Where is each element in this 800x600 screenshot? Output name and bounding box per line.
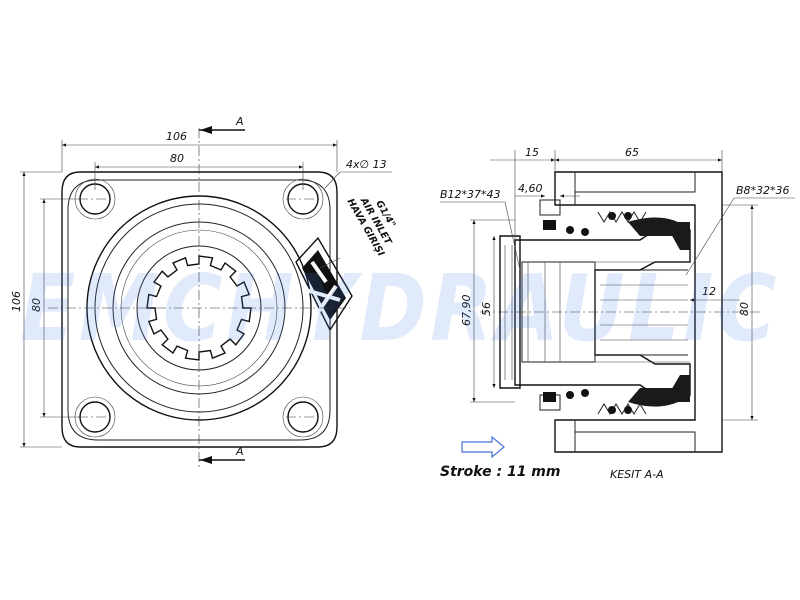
section-mark-top: A <box>235 115 244 128</box>
hole-callout: 4x∅ 13 <box>346 158 387 171</box>
section-view: 15 65 4,60 B12*37*43 B8*32*36 67,90 56 8… <box>440 146 795 481</box>
stroke-indicator: Stroke : 11 mm <box>440 435 560 480</box>
seal-right-label: B8*32*36 <box>736 184 790 197</box>
stroke-arrow-icon <box>461 435 505 459</box>
air-port <box>295 236 353 332</box>
dim-height-holes: 80 <box>30 298 43 312</box>
seal-left-label: B12*37*43 <box>440 188 501 201</box>
watermark: EMCHYDRAULIC <box>20 255 780 362</box>
dim-gap: 12 <box>702 285 716 298</box>
section-mark-bottom: A <box>235 445 244 458</box>
dim-dia-right: 80 <box>738 302 751 316</box>
dim-length: 65 <box>625 146 639 159</box>
dim-width-outer: 106 <box>166 130 187 143</box>
dim-width-holes: 80 <box>170 152 184 165</box>
front-view: A A 106 80 106 80 4x∅ 13 G1/4" AIR INLET… <box>10 115 398 468</box>
section-title: KESIT A-A <box>610 468 664 481</box>
dim-dia-inner: 56 <box>480 302 493 316</box>
dim-dia-outer: 67,90 <box>460 295 473 327</box>
seal <box>628 217 690 407</box>
dim-left: 15 <box>525 146 539 159</box>
dim-height-outer: 106 <box>10 291 23 312</box>
stroke-label: Stroke : 11 mm <box>440 464 560 480</box>
dim-offset: 4,60 <box>518 182 543 195</box>
